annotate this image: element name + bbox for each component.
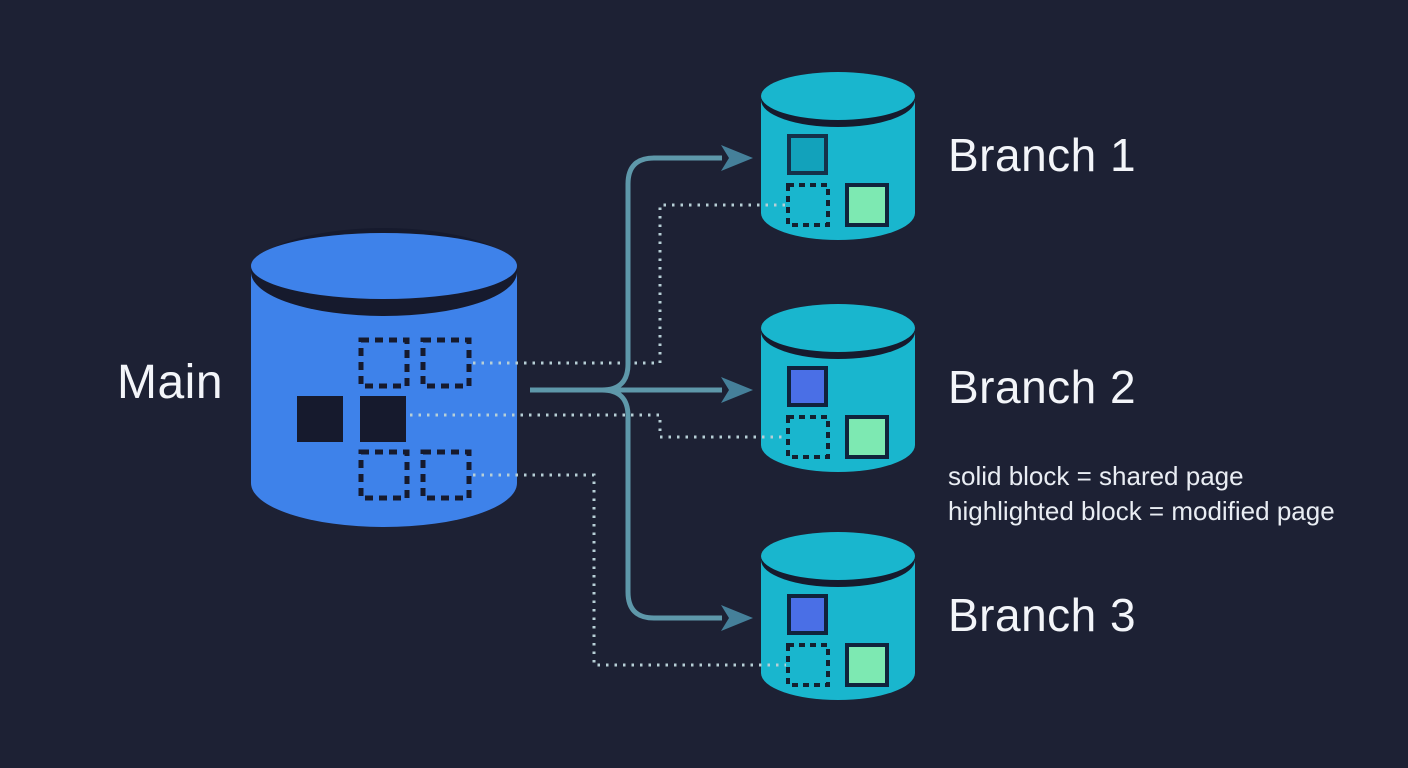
main-cylinder-lid: [251, 233, 517, 299]
dotted-link-main-to-branch1: [473, 203, 786, 365]
arrow-main-to-branch1: [601, 145, 753, 393]
branch3-page-block-dashed: [786, 643, 830, 687]
branch3-cylinder-lid: [761, 532, 915, 580]
branch1-label: Branch 1: [948, 129, 1137, 181]
legend-line-shared: solid block = shared page: [948, 461, 1244, 491]
branch3-label: Branch 3: [948, 589, 1137, 641]
branch2-label: Branch 2: [948, 361, 1137, 413]
main-page-block-solid-1: [297, 396, 343, 442]
branch1-cylinder-lid: [761, 72, 915, 120]
branch3-cylinder: [761, 532, 915, 700]
main-page-block-solid-2: [360, 396, 406, 442]
main-page-block-dashed-4: [420, 449, 472, 501]
branch2-cylinder-lid: [761, 304, 915, 352]
main-page-block-dashed-2: [420, 337, 472, 389]
main-page-block-dashed-1: [358, 337, 410, 389]
branch1-page-block-dashed: [786, 183, 830, 227]
branch2-page-block-dashed: [786, 415, 830, 459]
arrow-main-to-branch2: [530, 377, 753, 403]
branch1-cylinder: [761, 72, 915, 240]
arrow-main-to-branch3: [601, 387, 753, 631]
arrowhead-branch2: [721, 377, 753, 403]
legend: solid block = shared page highlighted bl…: [948, 459, 1335, 529]
branch3-page-block-shared: [787, 594, 828, 635]
branch3-page-block-modified: [845, 643, 889, 687]
branch2-cylinder: [761, 304, 915, 472]
branch2-page-block-modified: [845, 415, 889, 459]
legend-line-modified: highlighted block = modified page: [948, 496, 1335, 526]
branch2-page-block-shared: [787, 366, 828, 407]
main-page-block-dashed-3: [358, 449, 410, 501]
branch1-page-block-outline: [787, 134, 828, 175]
dotted-link-main-to-branch3: [473, 473, 786, 667]
arrowhead-branch3: [721, 605, 753, 631]
branch1-page-block-modified: [845, 183, 889, 227]
arrowhead-branch1: [721, 145, 753, 171]
main-database-cylinder: [251, 228, 517, 527]
main-label: Main: [117, 356, 224, 409]
